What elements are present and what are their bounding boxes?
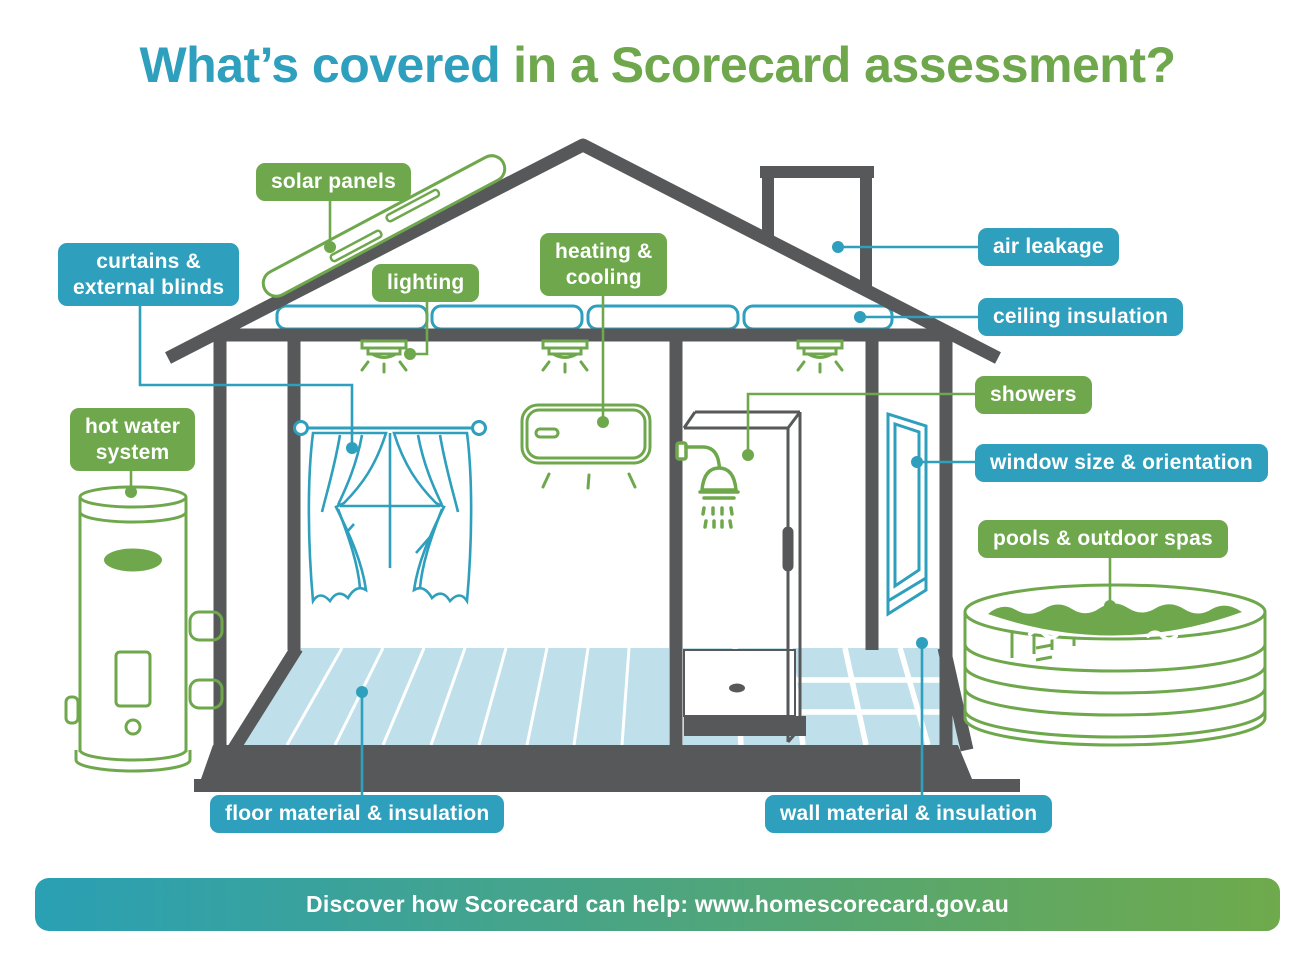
badge-showers: showers bbox=[975, 376, 1092, 414]
floorboards-icon bbox=[239, 647, 669, 746]
downlight-icon bbox=[541, 339, 589, 374]
shower-door-handle bbox=[782, 526, 794, 572]
badge-pools-outdoor-spas: pools & outdoor spas bbox=[978, 520, 1228, 558]
pool-icon bbox=[963, 583, 1267, 747]
leader-dots bbox=[125, 241, 1116, 698]
solar-panel-icon bbox=[261, 154, 507, 298]
footer-text: Discover how Scorecard can help: www.hom… bbox=[306, 891, 1009, 917]
floor-edge-left bbox=[227, 644, 303, 754]
badge-air-leakage: air leakage bbox=[978, 228, 1119, 266]
downlight-icon bbox=[360, 339, 408, 374]
floor-slab bbox=[194, 745, 1020, 792]
badge-floor-material-insulation: floor material & insulation bbox=[210, 795, 505, 833]
leader-lighting bbox=[414, 292, 429, 356]
badge-curtains-external-blinds: curtains & external blinds bbox=[58, 243, 240, 307]
badge-wall-material-insulation: wall material & insulation bbox=[765, 795, 1053, 833]
page-title-part1: What’s covered bbox=[139, 37, 501, 93]
ceiling-insulation-icon bbox=[275, 304, 894, 331]
curtained-window-icon bbox=[293, 420, 487, 605]
pool-water bbox=[988, 603, 1242, 636]
page-title: What’s covered in a Scorecard assessment… bbox=[0, 36, 1315, 94]
roof bbox=[165, 138, 1001, 364]
shower-base-icon bbox=[683, 649, 806, 736]
badge-window-size-orientation: window size & orientation bbox=[975, 444, 1268, 482]
leader-showers bbox=[746, 392, 985, 452]
footer-banner: Discover how Scorecard can help: www.hom… bbox=[35, 878, 1280, 931]
downlight-icon bbox=[796, 339, 844, 374]
hot-water-pipe bbox=[188, 678, 224, 710]
badge-ceiling-insulation: ceiling insulation bbox=[978, 298, 1184, 336]
hot-water-tank-icon bbox=[64, 485, 224, 773]
hot-water-pipe bbox=[188, 610, 224, 642]
leader-curtains bbox=[138, 295, 354, 445]
air-conditioner-icon bbox=[520, 403, 652, 490]
badge-hot-water-system: hot water system bbox=[70, 408, 196, 472]
house-frame bbox=[165, 138, 1001, 748]
badge-lighting: lighting bbox=[372, 264, 480, 302]
chimney-icon bbox=[760, 166, 874, 292]
shower-enclosure bbox=[682, 410, 802, 743]
shower-icon bbox=[675, 441, 740, 529]
badge-solar-panels: solar panels bbox=[256, 163, 411, 201]
window-icon bbox=[886, 411, 928, 617]
downlights bbox=[360, 339, 844, 374]
page-title-part2: in a Scorecard assessment? bbox=[513, 37, 1176, 93]
badge-heating-cooling: heating & cooling bbox=[540, 233, 668, 297]
